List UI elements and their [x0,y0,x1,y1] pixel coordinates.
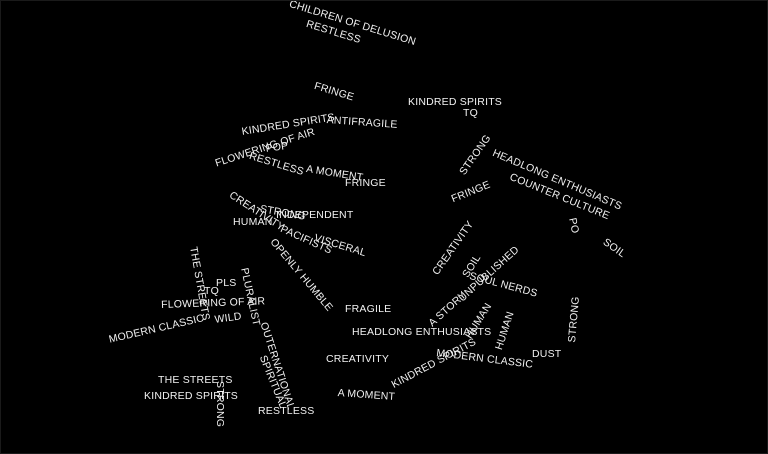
word-label: FRINGE [449,178,493,206]
word-label: HEADLONG ENTHUSIASTS [352,326,492,338]
word-label: FRINGE [345,177,386,189]
word-label: ANTIFRAGILE [326,114,398,131]
word-label: VISCERAL [312,232,368,260]
word-label: WILD [213,310,243,326]
word-label: MODERN CLASSIC [435,347,534,371]
word-label: RESTLESS [258,405,315,417]
word-label: PLS [216,277,237,289]
word-label: TQ [204,285,219,297]
word-label: POP [264,139,290,155]
word-label: FRAGILE [345,303,392,315]
word-label: INDEPENDENT [276,209,354,221]
word-label: KINDRED SPIRITS [408,96,503,108]
word-label: STRONG [457,132,494,178]
word-label: HUMAN [233,216,273,228]
word-label: A MOMENT [337,387,396,403]
word-label: TQ [463,107,478,119]
word-label: STRONG [566,295,582,343]
word-label: SOIL [600,236,628,261]
word-label: KINDRED SPIRITS [389,335,479,391]
word-label: PO [566,216,582,235]
word-label: THE STREETS [158,374,233,386]
word-label: KINDRED SPIRITS [144,390,239,402]
word-label: RESTLESS [247,150,306,179]
word-label: STRONG [214,381,226,428]
word-label: CREATIVITY [326,353,390,365]
word-label: DUST [532,348,562,360]
word-label: MODERN CLASSIC [107,312,206,346]
word-label: A STORY [426,289,469,330]
word-label: FRINGE [312,80,356,104]
word-label: HUMAN [493,310,517,352]
